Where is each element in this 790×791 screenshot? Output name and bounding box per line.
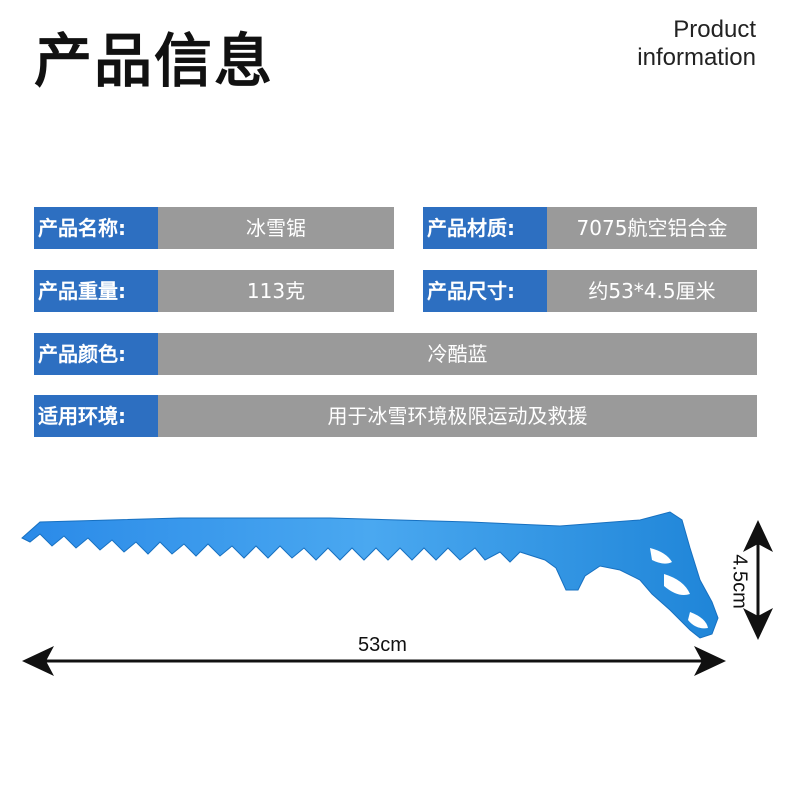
subtitle-line-2: information: [637, 44, 756, 71]
spec-label-color: 产品颜色:: [34, 333, 158, 375]
spec-label-size: 产品尺寸:: [423, 270, 547, 312]
handle-hole: [688, 612, 708, 629]
handle-hole: [664, 574, 690, 595]
spec-value-material: 7075航空铝合金: [547, 207, 757, 249]
spec-label-usage: 适用环境:: [34, 395, 158, 437]
spec-value-usage: 用于冰雪环境极限运动及救援: [158, 395, 757, 437]
saw-blade: [21, 511, 719, 639]
spec-row-weight: 产品重量: 113克: [34, 270, 394, 312]
height-dimension-label: 4.5cm: [728, 554, 751, 609]
handle-hole: [650, 548, 672, 564]
length-dimension-arrow: [22, 646, 726, 676]
page-subtitle: Product information: [556, 16, 756, 72]
spec-label-material: 产品材质:: [423, 207, 547, 249]
snow-saw-image: [21, 511, 773, 676]
spec-row-material: 产品材质: 7075航空铝合金: [423, 207, 757, 249]
spec-row-size: 产品尺寸: 约53*4.5厘米: [423, 270, 757, 312]
page-title: 产品信息: [34, 27, 275, 95]
spec-label-weight: 产品重量:: [34, 270, 158, 312]
spec-value-color: 冷酷蓝: [158, 333, 757, 375]
length-dimension-label: 53cm: [358, 634, 407, 656]
spec-value-name: 冰雪锯: [158, 207, 394, 249]
height-dimension-arrow: [743, 520, 773, 640]
spec-row-usage: 适用环境: 用于冰雪环境极限运动及救援: [34, 395, 757, 437]
subtitle-line-1: Product: [673, 16, 756, 43]
spec-row-name: 产品名称: 冰雪锯: [34, 207, 394, 249]
spec-value-weight: 113克: [158, 270, 394, 312]
spec-label-name: 产品名称:: [34, 207, 158, 249]
spec-row-color: 产品颜色: 冷酷蓝: [34, 333, 757, 375]
spec-value-size: 约53*4.5厘米: [547, 270, 757, 312]
